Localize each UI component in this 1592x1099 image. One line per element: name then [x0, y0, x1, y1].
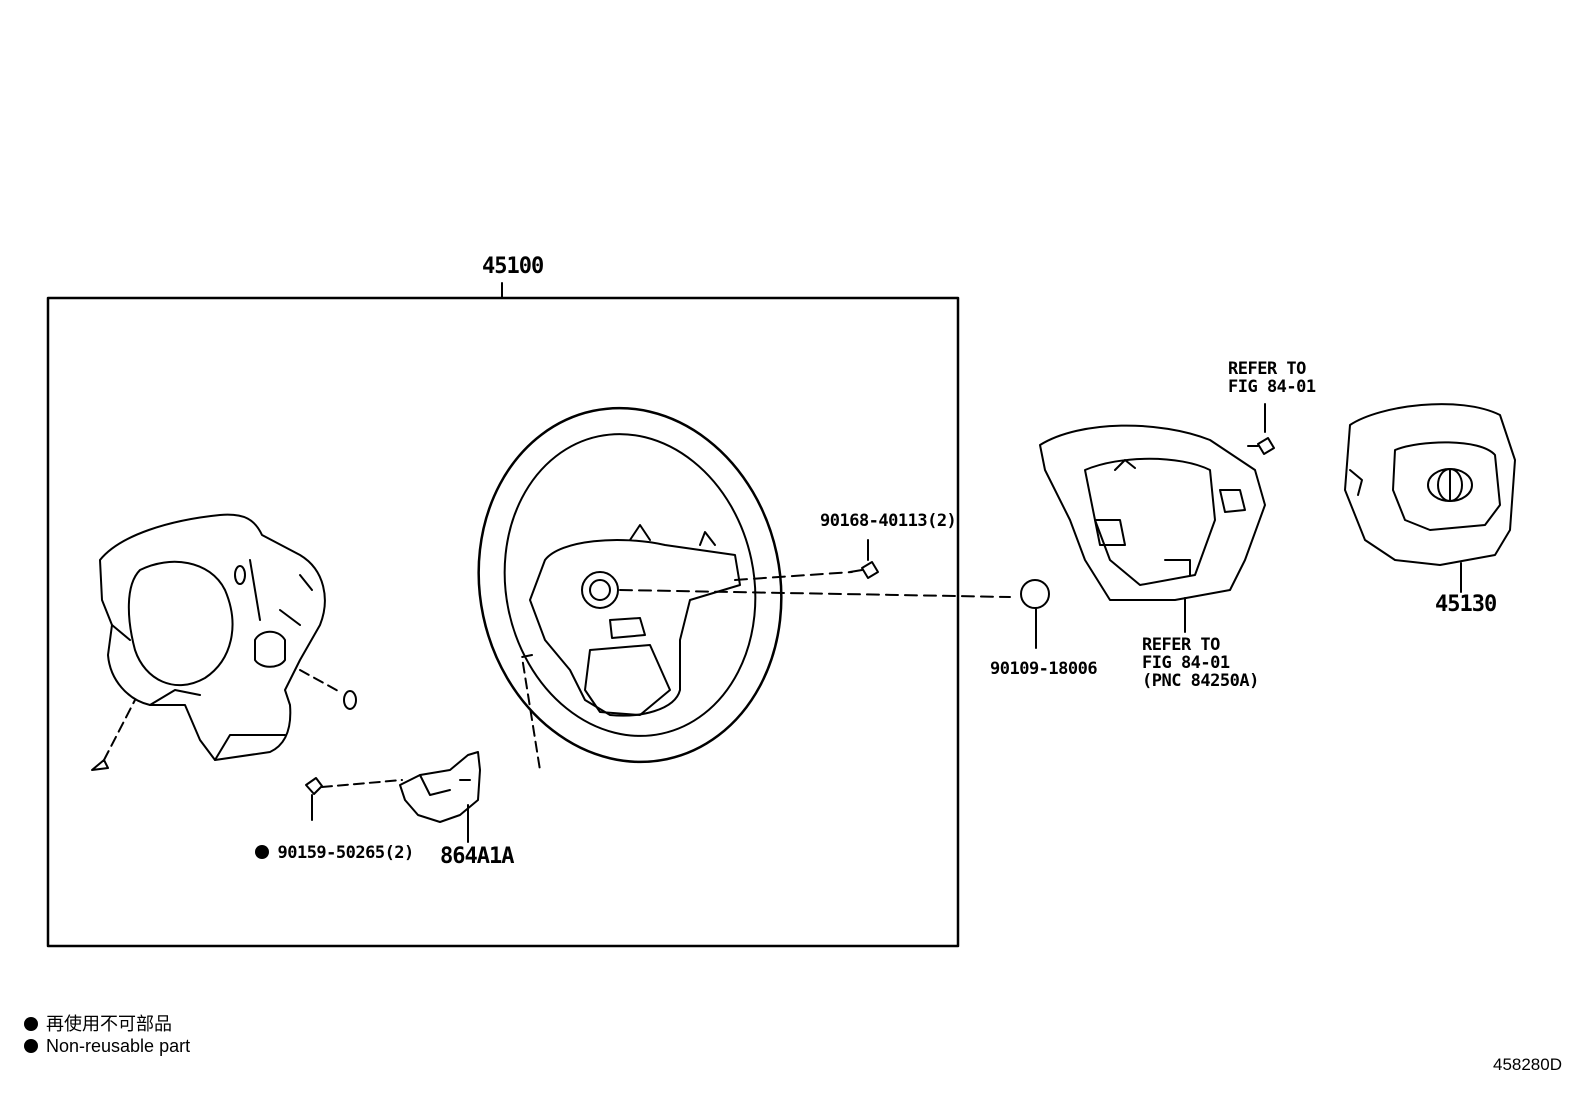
label-refer-to-2-line1: REFER TO: [1142, 635, 1220, 655]
nut: [1020, 579, 1050, 609]
label-864A1A: 864A1A: [440, 844, 514, 869]
airbag-module: [1344, 403, 1516, 566]
lower-cover: [399, 751, 481, 823]
non-reusable-dot-icon: [255, 845, 270, 859]
label-refer-to-2-line2: FIG 84-01: [1142, 653, 1230, 673]
label-90159-50265: 90159-50265(2): [236, 826, 414, 862]
legend-line-2: Non-reusable part: [24, 1036, 190, 1057]
legend-line-1: 再使用不可部品: [24, 1010, 172, 1036]
label-45130: 45130: [1435, 592, 1497, 617]
legend-text-en: Non-reusable part: [46, 1036, 191, 1056]
label-refer-to-1-line1: REFER TO: [1228, 359, 1306, 379]
label-90109-18006: 90109-18006: [990, 659, 1098, 679]
clip-left: [91, 759, 109, 771]
column-cover: [99, 513, 326, 761]
bolt-upper: [849, 561, 879, 579]
label-refer-to-2-line3: (PNC 84250A): [1142, 671, 1259, 691]
bullet-icon: [24, 1039, 38, 1053]
clip-right: [343, 690, 357, 710]
figure-id: 458280D: [1492, 1055, 1562, 1074]
steering-wheel: [477, 406, 783, 764]
label-45100: 45100: [482, 254, 544, 279]
label-90168-40113: 90168-40113(2): [820, 511, 957, 531]
bolt-refer: [1247, 437, 1275, 455]
bullet-icon: [24, 1017, 38, 1031]
switch-bezel: [1039, 424, 1266, 601]
label-90159-50265-text: 90159-50265(2): [277, 843, 414, 863]
label-refer-to-1-line2: FIG 84-01: [1228, 377, 1316, 397]
screw-lower: [305, 777, 323, 795]
legend-text-jp: 再使用不可部品: [46, 1014, 172, 1034]
